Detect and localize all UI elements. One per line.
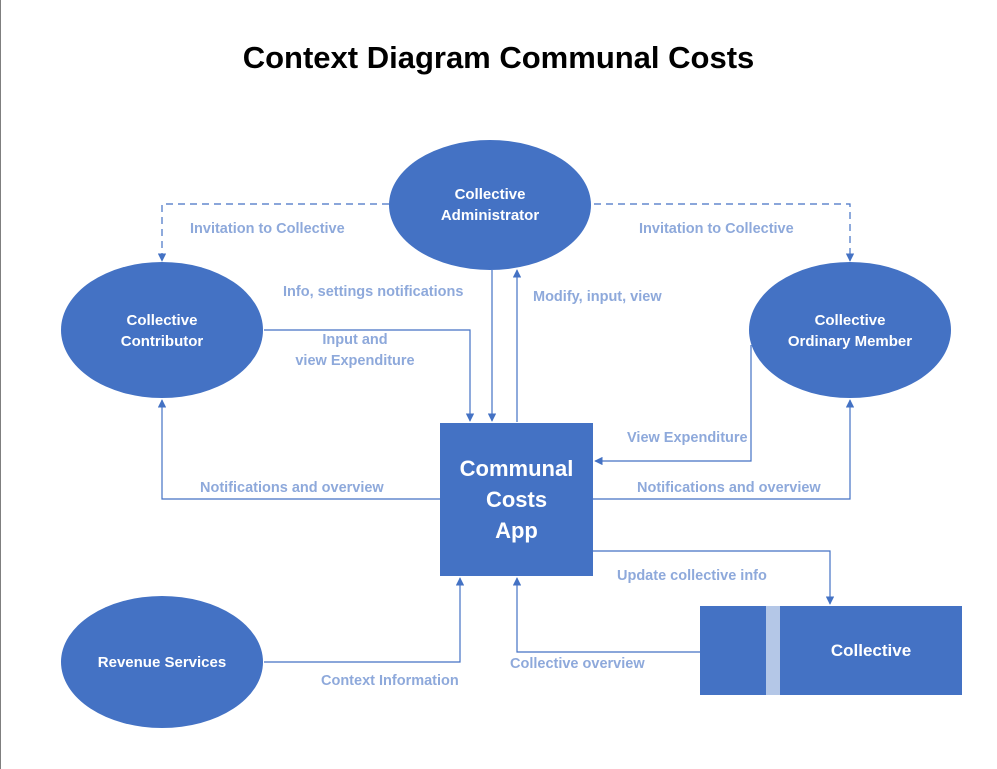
app-process-node [440, 423, 593, 576]
administrator-node [389, 140, 591, 270]
diagram-title: Context Diagram Communal Costs [242, 40, 755, 75]
input-expenditure-arrow [264, 329, 475, 422]
update-collective-label: Update collective info [617, 568, 767, 584]
ordinary-member-node [749, 262, 951, 398]
info-settings-label: Info, settings notifications [283, 284, 464, 300]
invitation-left-label: Invitation to Collective [190, 221, 345, 237]
contributor-node [61, 262, 263, 398]
administrator-label: Collective Administrator [440, 186, 540, 224]
view-expenditure-arrow [594, 345, 752, 466]
input-expenditure-label: Input and view Expenditure [295, 332, 415, 369]
notifications-left-label: Notifications and overview [200, 480, 384, 496]
invitation-left-arrow [157, 203, 389, 262]
frame-left-edge [0, 0, 1, 769]
context-information-label: Context Information [321, 673, 459, 689]
context-information-arrow [264, 577, 465, 663]
notifications-right-label: Notifications and overview [637, 480, 821, 496]
modify-input-label: Modify, input, view [533, 289, 662, 305]
collective-overview-label: Collective overview [510, 656, 645, 672]
contributor-label: Collective Contributor [120, 312, 204, 350]
update-collective-arrow [593, 550, 835, 605]
invitation-right-arrow [594, 203, 855, 262]
collective-overview-arrow [512, 577, 700, 653]
collective-store-label: Collective [830, 641, 912, 660]
collective-store-node [700, 606, 962, 695]
revenue-services-label: Revenue Services [97, 653, 227, 671]
collective-store-divider [766, 606, 780, 695]
view-expenditure-label: View Expenditure [627, 430, 748, 446]
revenue-services-node [61, 596, 263, 728]
app-label: Communal Costs App [459, 456, 574, 543]
notifications-left-arrow [157, 399, 440, 500]
invitation-right-label: Invitation to Collective [639, 221, 794, 237]
notifications-right-arrow [593, 399, 855, 500]
ordinary-member-label: Collective Ordinary Member [787, 312, 913, 350]
